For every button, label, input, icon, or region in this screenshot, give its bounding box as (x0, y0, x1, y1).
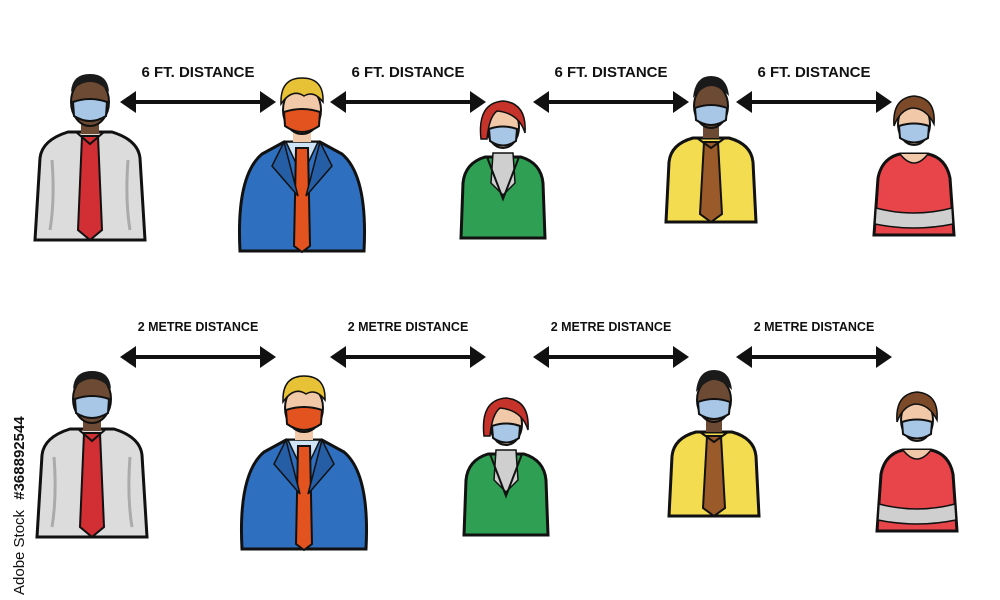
woman-red-hair-green-jacket-icon (462, 396, 550, 537)
double-arrow-icon (328, 344, 488, 370)
svg-text:Adobe Stock #368892544: Adobe Stock #368892544 (11, 416, 28, 595)
distance-label: 6 FT. DISTANCE (757, 64, 871, 81)
distance-label: 2 METRE DISTANCE (347, 320, 469, 334)
man-blond-blue-suit-icon (239, 374, 369, 552)
distance-label: 2 METRE DISTANCE (753, 320, 875, 334)
stock-id-number: #368892544 (11, 416, 28, 500)
distance-label: 6 FT. DISTANCE (351, 64, 465, 81)
double-arrow-icon (734, 89, 894, 115)
double-arrow-icon (328, 89, 488, 115)
double-arrow-icon (118, 89, 278, 115)
distance-label: 2 METRE DISTANCE (550, 320, 672, 334)
distance-label: 6 FT. DISTANCE (554, 64, 668, 81)
double-arrow-icon (531, 89, 691, 115)
stock-id-watermark: Adobe Stock #368892544 (11, 416, 28, 595)
man-dark-skin-yellow-shirt-icon (667, 368, 761, 518)
stock-prefix: Adobe Stock (11, 509, 28, 595)
distance-label: 2 METRE DISTANCE (137, 320, 259, 334)
woman-brown-hair-red-top-icon (872, 94, 956, 237)
row2-arrows (118, 344, 894, 370)
double-arrow-icon (734, 344, 894, 370)
row2-people (35, 368, 959, 552)
distance-label: 6 FT. DISTANCE (141, 64, 255, 81)
double-arrow-icon (531, 344, 691, 370)
double-arrow-icon (118, 344, 278, 370)
woman-brown-hair-red-top-icon (875, 390, 959, 533)
man-dark-skin-white-shirt-icon (35, 369, 149, 539)
woman-red-hair-green-jacket-icon (459, 99, 547, 240)
